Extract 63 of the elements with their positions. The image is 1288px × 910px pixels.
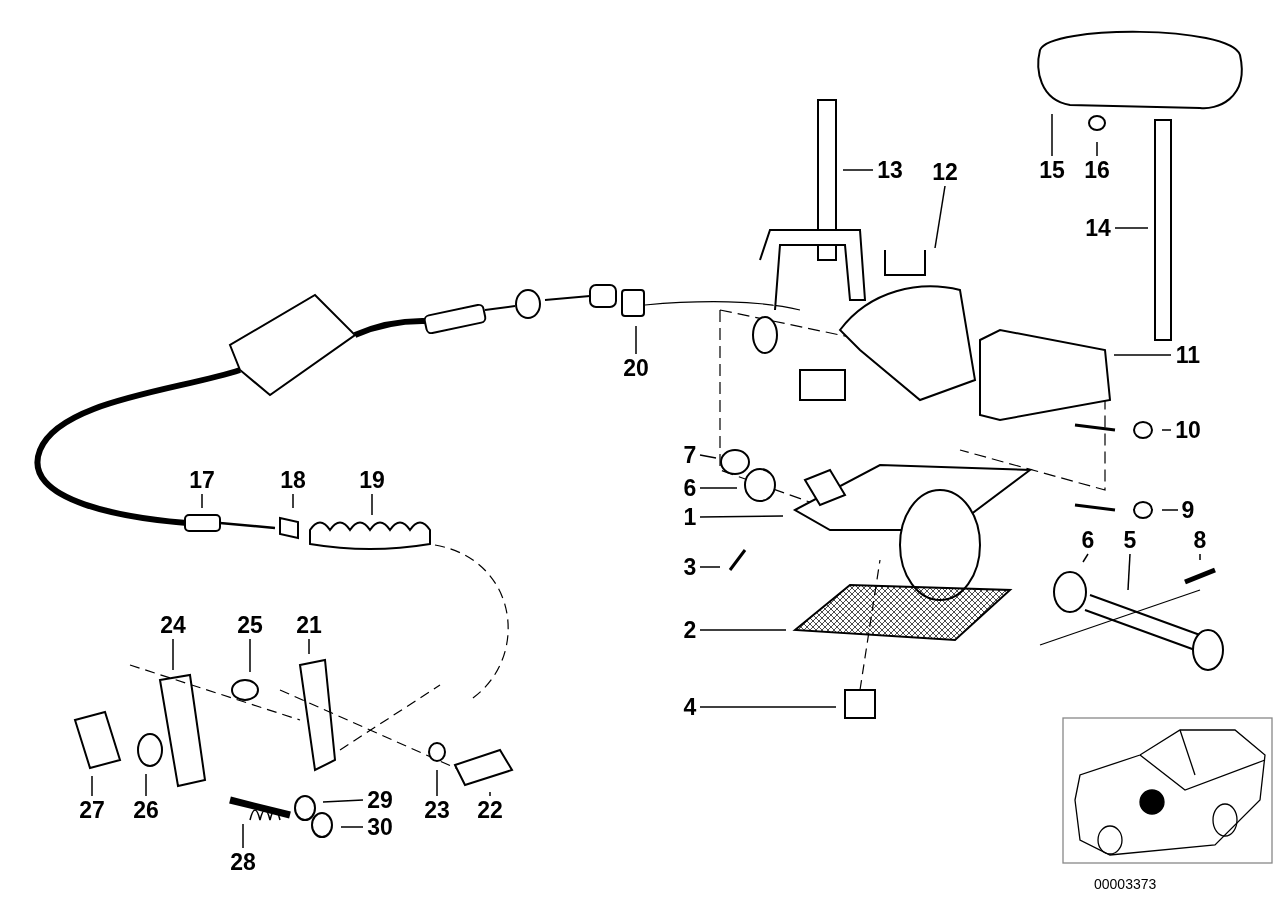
callout-number: 30 <box>366 814 394 840</box>
callout-number: 15 <box>1038 157 1066 183</box>
leader-line <box>249 638 251 673</box>
leader-line <box>242 823 244 849</box>
leader-line <box>1051 113 1053 157</box>
callout-number: 24 <box>159 612 187 638</box>
callout-number: 26 <box>132 797 160 823</box>
callout-number: 14 <box>1084 215 1112 241</box>
callout-number: 28 <box>229 849 257 875</box>
callout-number: 29 <box>366 787 394 813</box>
leader-line <box>699 454 717 459</box>
callout-number: 22 <box>476 797 504 823</box>
callout-number: 3 <box>683 554 697 580</box>
leader-line <box>145 773 147 797</box>
callout-number: 12 <box>931 159 959 185</box>
callout-number: 18 <box>279 467 307 493</box>
leader-line <box>699 487 738 489</box>
leader-line <box>292 493 294 509</box>
callout-number: 6 <box>683 475 697 501</box>
leader-line <box>699 515 784 518</box>
leader-line <box>699 706 837 708</box>
leader-line <box>1199 553 1201 561</box>
callout-number: 11 <box>1174 342 1202 368</box>
leader-line <box>322 799 364 803</box>
callout-number: 8 <box>1193 527 1207 553</box>
callout-number: 4 <box>683 694 697 720</box>
leader-line <box>91 775 93 797</box>
leader-line <box>489 791 491 797</box>
leader-line <box>1113 354 1172 356</box>
leader-line <box>1096 141 1098 157</box>
leader-line <box>371 493 373 516</box>
leader-line <box>1161 509 1179 511</box>
leader-line <box>1082 553 1089 563</box>
leader-line <box>201 493 203 509</box>
leader-line <box>1127 553 1131 591</box>
leader-line <box>308 638 310 655</box>
callout-number: 2 <box>683 617 697 643</box>
callout-number: 25 <box>236 612 264 638</box>
callout-number: 21 <box>295 612 323 638</box>
leader-line <box>1114 227 1149 229</box>
callout-number: 10 <box>1174 417 1202 443</box>
leader-line <box>436 769 438 797</box>
callout-number: 16 <box>1083 157 1111 183</box>
leader-line <box>842 169 874 171</box>
callout-number: 19 <box>358 467 386 493</box>
drawing-number: 00003373 <box>1094 876 1157 892</box>
leader-line <box>340 826 364 828</box>
callout-number: 23 <box>423 797 451 823</box>
leader-line <box>1161 429 1172 431</box>
leader-line <box>699 629 787 631</box>
leader-line <box>934 185 946 249</box>
callout-number: 17 <box>188 467 216 493</box>
leader-line <box>172 638 174 671</box>
callout-number: 27 <box>78 797 106 823</box>
callout-number: 20 <box>622 355 650 381</box>
callout-number: 9 <box>1181 497 1195 523</box>
leader-line <box>635 325 637 355</box>
callout-number: 13 <box>876 157 904 183</box>
leader-line <box>699 566 721 568</box>
callout-number: 6 <box>1081 527 1095 553</box>
callout-number: 5 <box>1123 527 1137 553</box>
callout-number: 1 <box>683 504 697 530</box>
callout-number: 7 <box>683 442 697 468</box>
